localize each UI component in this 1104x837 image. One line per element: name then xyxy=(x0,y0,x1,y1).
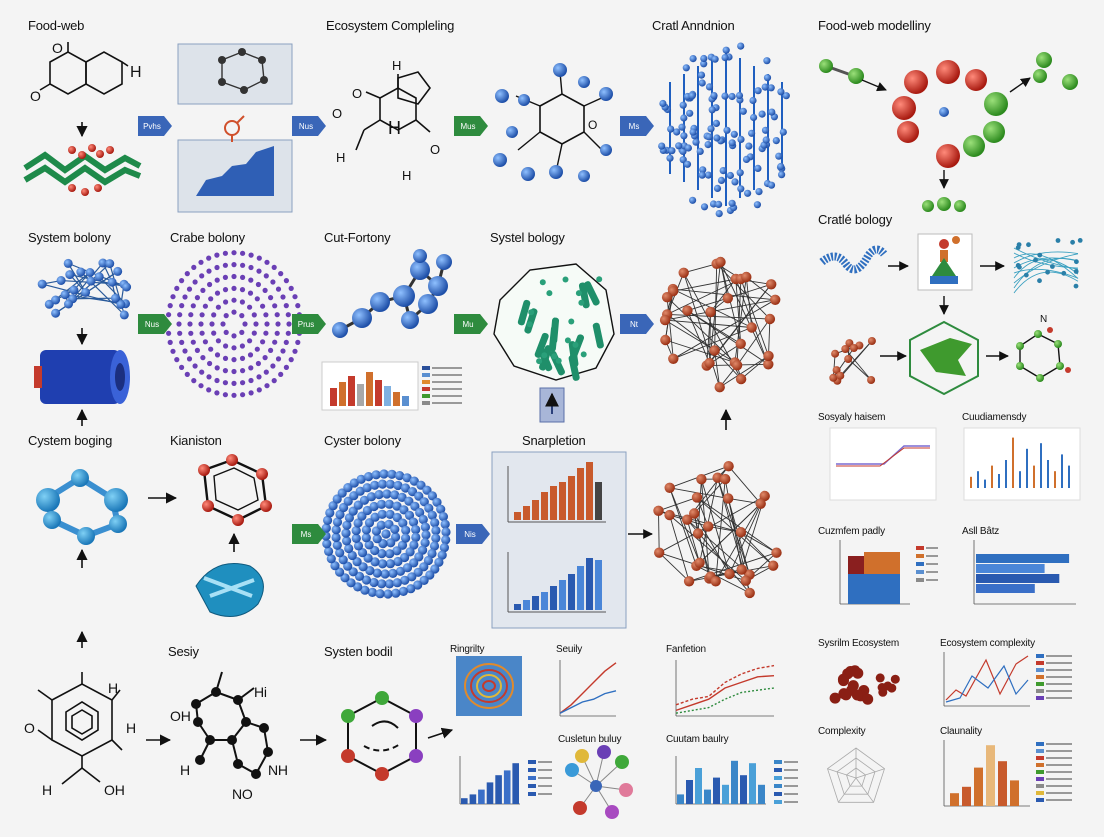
flow-button-8[interactable]: Nt xyxy=(620,314,654,334)
label-crabe-bolony: Crabe bolony xyxy=(170,230,245,245)
blue-chain-molecule xyxy=(332,249,452,338)
bar-chart-mini-mixed xyxy=(676,756,798,804)
panel-top xyxy=(178,44,292,104)
flow-button-9[interactable]: Ms xyxy=(292,524,326,544)
blue-hexagon-molecule xyxy=(36,469,128,545)
atom-label: H xyxy=(402,168,411,183)
purple-dot-sphere xyxy=(165,250,302,398)
flow-button-5[interactable]: Nus xyxy=(138,314,172,334)
flow-button-7[interactable]: Mu xyxy=(454,314,488,334)
line-chart-mini-1 xyxy=(560,660,616,716)
atom-label: H xyxy=(42,782,52,798)
atom-label: H xyxy=(180,762,190,778)
label-cystem-boging: Cystem boging xyxy=(28,433,112,448)
label-cuzmfem-padly: Cuzmfem padly xyxy=(818,526,885,537)
label-sesiy: Sesiy xyxy=(168,644,199,659)
label-food-web: Food-web xyxy=(28,18,84,33)
male-symbol-icon xyxy=(225,116,244,142)
green-hexagon xyxy=(910,322,978,394)
label-cusletun-buluy: Cusletun buluy xyxy=(558,734,621,745)
red-cube-molecule xyxy=(829,337,876,385)
up-box xyxy=(540,388,564,422)
flow-button-10[interactable]: Nis xyxy=(456,524,490,544)
label-cuudiamensdy: Cuudiamensdy xyxy=(962,412,1026,423)
label-cratl-anndnion: Cratl Anndnion xyxy=(652,18,734,33)
atom-label: H xyxy=(388,118,401,139)
stacked-molecule xyxy=(918,234,972,290)
label-ringrilty: Ringrilty xyxy=(450,644,484,655)
atom-label: O xyxy=(30,88,41,104)
label-cuutam-baulry: Cuutam baulry xyxy=(666,734,728,745)
atom-label: Hi xyxy=(254,684,267,700)
green-ring-molecule xyxy=(1016,327,1071,382)
atom-label: H xyxy=(392,58,401,73)
label-ecosystem-compleling: Ecosystem Compleling xyxy=(326,18,454,33)
label-cyster-bolony: Cyster bolony xyxy=(324,433,401,448)
atom-label: O xyxy=(24,720,35,736)
atom-label: NO xyxy=(232,786,253,802)
label-system-bolony: System bolony xyxy=(28,230,111,245)
flow-button-3[interactable]: Mus xyxy=(454,116,488,136)
label-claunality: Claunality xyxy=(940,726,982,737)
balloon-cluster xyxy=(565,745,633,819)
label-cut-fortony: Cut-Fortony xyxy=(324,230,390,245)
green-protein xyxy=(494,264,614,381)
label-asll-batz: Asll Bâtz xyxy=(962,526,999,537)
atom-label: O xyxy=(430,142,440,157)
label-systel-bology: Systel bology xyxy=(490,230,565,245)
atom-label: O xyxy=(52,40,63,56)
hexagon-colored-nodes xyxy=(341,691,423,781)
atom-label: H xyxy=(336,150,345,165)
teal-network xyxy=(1014,238,1083,293)
blue-dot-sphere xyxy=(321,469,450,598)
food-web-ring xyxy=(819,52,1078,212)
label-seuily: Seuily xyxy=(556,644,582,655)
atom-label: N xyxy=(1040,314,1047,325)
atom-label: O xyxy=(332,106,342,121)
atom-label: H xyxy=(130,64,141,82)
network-red-2 xyxy=(653,461,781,598)
label-food-web-modelliny: Food-web modelliny xyxy=(818,18,931,33)
bar-chart-mini-blue xyxy=(460,756,552,804)
flow-button-2[interactable]: Nus xyxy=(292,116,326,136)
atom-label: OH xyxy=(104,782,125,798)
atom-label: NH xyxy=(268,762,288,778)
atom-label: OH xyxy=(170,708,191,724)
molecule-lattice xyxy=(658,43,790,218)
atom-label: O xyxy=(588,118,597,132)
red-hex-ring xyxy=(198,454,272,526)
label-sosyaly-haisem: Sosyaly haisem xyxy=(818,412,885,423)
bar-chart-small xyxy=(322,362,462,410)
atom-label: H xyxy=(108,680,118,696)
label-complexity: Complexity xyxy=(818,726,865,737)
flow-button-6[interactable]: Prus xyxy=(292,314,326,334)
label-sysrilm-ecosystem: Sysrilm Ecosystem xyxy=(818,638,899,649)
atom-label: H xyxy=(126,720,136,736)
network-blue xyxy=(38,259,131,320)
label-kianiston: Kianiston xyxy=(170,433,222,448)
line-chart-mini-2 xyxy=(676,660,774,716)
ring-chart-tile xyxy=(456,656,522,716)
cylinder xyxy=(34,350,130,404)
flow-button-4[interactable]: Ms xyxy=(620,116,654,136)
right-chart-grid xyxy=(828,428,1081,806)
blue-protein xyxy=(196,564,263,617)
label-snarpletion: Snarpletion xyxy=(522,433,586,448)
atom-label: O xyxy=(352,86,362,101)
label-fanfetion: Fanfetion xyxy=(666,644,706,655)
label-cratle-bology: Cratlé bology xyxy=(818,212,892,227)
label-ecosystem-complexity: Ecosystem complexity xyxy=(940,638,1035,649)
label-systen-bodil: Systen bodil xyxy=(324,644,392,659)
dna-chain xyxy=(822,249,884,269)
network-red xyxy=(660,257,781,393)
flow-button-1[interactable]: Pvhs xyxy=(138,116,172,136)
protein-ribbon xyxy=(25,144,140,196)
